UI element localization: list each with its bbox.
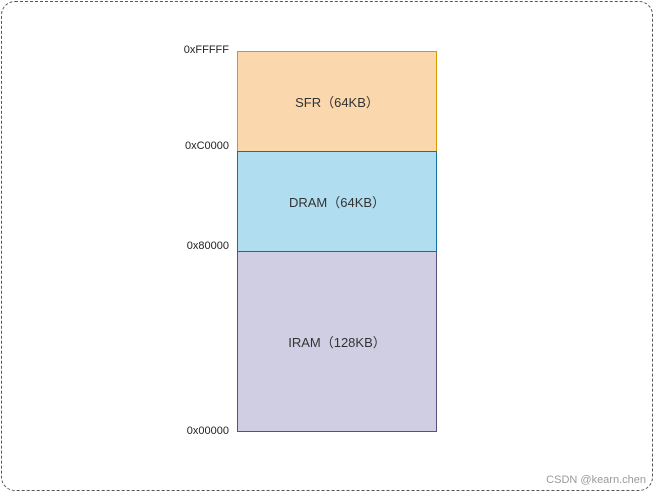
- region-iram: IRAM（128KB）: [237, 251, 437, 432]
- watermark: CSDN @kearn.chen: [546, 474, 646, 486]
- region-sfr: SFR（64KB）: [237, 51, 437, 152]
- region-dram: DRAM（64KB）: [237, 151, 437, 252]
- address-label-dram-base: 0x80000: [186, 240, 229, 252]
- address-label-sfr-base: 0xC0000: [184, 140, 229, 152]
- region-sfr-label: SFR（64KB）: [295, 95, 379, 110]
- address-label-bottom: 0x00000: [186, 425, 229, 437]
- region-dram-label: DRAM（64KB）: [288, 195, 386, 210]
- region-iram-label: IRAM（128KB）: [288, 335, 386, 350]
- address-label-top: 0xFFFFF: [183, 44, 229, 56]
